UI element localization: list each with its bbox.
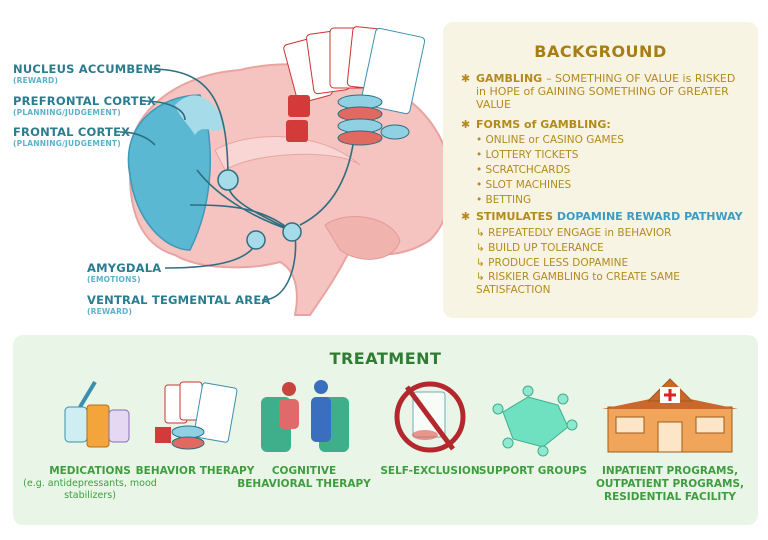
label-nucleus-accumbens: NUCLEUS ACCUMBENS(REWARD)	[13, 62, 162, 86]
definition-text: – SOMETHING OF VALUE is RISKED in HOPE o…	[476, 72, 736, 111]
asterisk-icon: ✱	[461, 118, 471, 131]
dice-icon	[286, 95, 310, 142]
hospital-icon	[602, 378, 738, 453]
background-panel: BACKGROUND ✱ GAMBLING – SOMETHING OF VAL…	[443, 22, 758, 318]
label-name: AMYGDALA	[87, 261, 162, 275]
treatment-detail: (e.g. antidepressants, mood stabilizers)	[23, 478, 157, 501]
label-role: (REWARD)	[13, 76, 59, 85]
label-role: (PLANNING/JUDGEMENT)	[13, 139, 121, 148]
form-item: • BETTING	[476, 194, 532, 206]
support-group-icon	[492, 385, 578, 457]
treatment-label: BEHAVIOR THERAPY	[135, 465, 255, 477]
stimulates-line: STIMULATES DOPAMINE REWARD PATHWAY	[476, 210, 743, 223]
form-item: • ONLINE or CASINO GAMES	[476, 134, 624, 146]
form-item: • LOTTERY TICKETS	[476, 149, 579, 161]
poker-chips-icon	[337, 94, 410, 146]
treatment-label: SELF-EXCLUSION	[380, 465, 480, 477]
treatment-panel: TREATMENT MEDICATIONS(e.g. antidepressan…	[13, 335, 758, 525]
brain-illustration	[119, 26, 453, 316]
amygdala-marker	[246, 230, 266, 250]
treatment-label: SUPPORT GROUPS	[478, 465, 588, 477]
forms-list: • ONLINE or CASINO GAMES • LOTTERY TICKE…	[476, 133, 624, 208]
effect-item: ↳ BUILD UP TOLERANCE	[476, 242, 604, 254]
therapy-session-icon	[261, 380, 349, 452]
nucleus-accumbens-marker	[217, 169, 239, 191]
treatment-label: INPATIENT PROGRAMS, OUTPATIENT PROGRAMS,…	[595, 465, 745, 503]
label-role: (REWARD)	[87, 307, 133, 316]
effects-list: ↳ REPEATEDLY ENGAGE in BEHAVIOR ↳ BUILD …	[476, 226, 746, 297]
label-name: NUCLEUS ACCUMBENS	[13, 62, 162, 76]
asterisk-icon: ✱	[461, 72, 471, 85]
medication-bottles-icon	[64, 380, 130, 448]
no-gambling-icon	[394, 381, 466, 453]
asterisk-icon: ✱	[461, 210, 471, 223]
label-role: (PLANNING/JUDGEMENT)	[13, 108, 121, 117]
definition-term: GAMBLING	[476, 72, 543, 85]
effect-item: ↳ RISKIER GAMBLING to CREATE SAME SATISF…	[476, 271, 680, 296]
treatment-label: MEDICATIONS	[49, 465, 131, 477]
effect-item: ↳ PRODUCE LESS DOPAMINE	[476, 257, 629, 269]
label-name: FRONTAL CORTEX	[13, 125, 131, 139]
gambling-definition: GAMBLING – SOMETHING OF VALUE is RISKED …	[476, 72, 746, 111]
label-role: (EMOTIONS)	[87, 275, 141, 284]
forms-title: FORMS of GAMBLING:	[476, 118, 611, 131]
label-frontal-cortex: FRONTAL CORTEX(PLANNING/JUDGEMENT)	[13, 125, 131, 149]
playing-cards-icon	[283, 26, 426, 115]
label-prefrontal-cortex: PREFRONTAL CORTEX(PLANNING/JUDGEMENT)	[13, 94, 156, 118]
label-name: VENTRAL TEGMENTAL AREA	[87, 293, 271, 307]
treatment-title: TREATMENT	[329, 349, 442, 368]
prefrontal-cortex-region	[175, 95, 225, 135]
form-item: • SLOT MACHINES	[476, 179, 572, 191]
label-amygdala: AMYGDALA(EMOTIONS)	[87, 261, 162, 285]
effect-item: ↳ REPEATEDLY ENGAGE in BEHAVIOR	[476, 227, 672, 239]
cards-and-chips-icon	[155, 381, 238, 450]
dopamine-pathway-highlight: DOPAMINE REWARD PATHWAY	[556, 210, 743, 223]
treatment-label: COGNITIVE BEHAVIORAL THERAPY	[237, 465, 371, 490]
frontal-cortex-region	[127, 94, 211, 251]
form-item: • SCRATCHCARDS	[476, 164, 571, 176]
label-name: PREFRONTAL CORTEX	[13, 94, 156, 108]
vta-marker	[282, 222, 302, 242]
background-title: BACKGROUND	[534, 42, 667, 61]
label-ventral-tegmental-area: VENTRAL TEGMENTAL AREA(REWARD)	[87, 293, 271, 317]
